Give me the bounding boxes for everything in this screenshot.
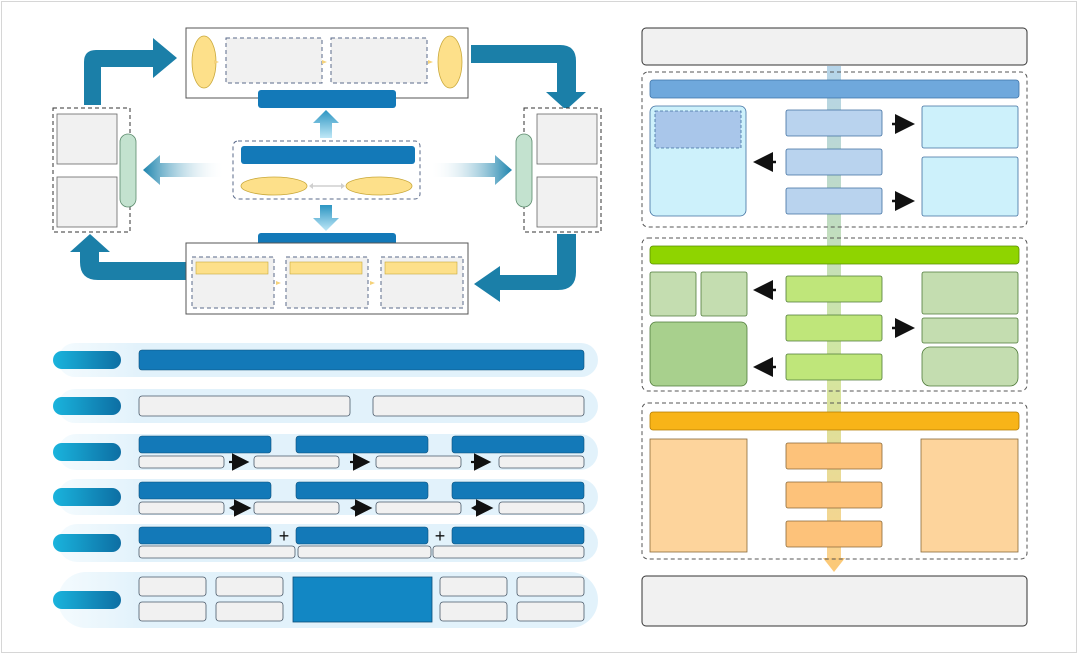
gray-bar: [432, 545, 585, 559]
row-pill: [53, 591, 121, 609]
gray-bar: [253, 501, 340, 515]
row-pill: [53, 534, 121, 552]
top-process-block: [185, 27, 469, 99]
arrow-up-icon: [313, 110, 339, 138]
arrow-down-icon: [313, 205, 339, 231]
gray-bar: [215, 601, 284, 622]
double-arrow-icon: [350, 504, 357, 512]
gray-bar: [253, 455, 340, 469]
right-top-box: [641, 27, 1028, 66]
arrow-right-icon: [430, 155, 512, 185]
double-arrow-icon: [229, 504, 236, 512]
curved-arrow-icon: [70, 38, 586, 302]
blue-bar: [451, 435, 585, 454]
blue-bar: [138, 526, 272, 545]
blue-bar: [138, 481, 272, 500]
gray-bar: [297, 545, 432, 559]
gray-bar: [138, 545, 296, 559]
arrow-left-icon: [143, 155, 225, 185]
right-column: [641, 27, 1028, 627]
gray-bar: [439, 601, 508, 622]
blue-bar: [138, 349, 585, 371]
top-header-bar: [258, 90, 396, 108]
orange-section: [641, 402, 1028, 560]
row-pill: [53, 351, 121, 369]
gray-bar: [498, 455, 585, 469]
gray-bar: [498, 501, 585, 515]
blue-bar: [295, 435, 429, 454]
row-pill: [53, 488, 121, 506]
bottom-process-block: [185, 242, 469, 315]
gray-bar: [138, 601, 207, 622]
center-process-block: [232, 140, 421, 200]
gray-bar: [138, 501, 225, 515]
arrow-right-icon: [892, 114, 915, 338]
arrow-left-icon: [753, 152, 776, 377]
right-process-block: [515, 107, 602, 233]
blue-bar: [295, 526, 429, 545]
plus-icon: +: [279, 526, 290, 546]
row-pill: [53, 397, 121, 415]
gray-bar: [439, 576, 508, 597]
gray-bar: [138, 576, 207, 597]
left-process-block: [52, 107, 137, 233]
gray-bar: [516, 601, 585, 622]
blue-bar: [138, 435, 272, 454]
gray-bar: [516, 576, 585, 597]
center-blue-block: [292, 576, 433, 623]
green-section: [641, 237, 1028, 392]
blue-bar: [451, 526, 585, 545]
double-arrow-icon: [471, 504, 478, 512]
blue-bar: [451, 481, 585, 500]
gray-bar: [375, 501, 462, 515]
right-bottom-box: [641, 575, 1028, 627]
gray-bar: [215, 576, 284, 597]
row-list: ++: [53, 343, 598, 628]
blue-bar: [295, 481, 429, 500]
gray-bar: [138, 455, 225, 469]
row-pill: [53, 443, 121, 461]
gray-bar: [375, 455, 462, 469]
plus-icon: +: [435, 526, 446, 546]
spine-arrow-icon: [823, 558, 845, 572]
blue-section: [641, 71, 1028, 228]
gray-bar: [138, 395, 351, 417]
gray-bar: [372, 395, 585, 417]
